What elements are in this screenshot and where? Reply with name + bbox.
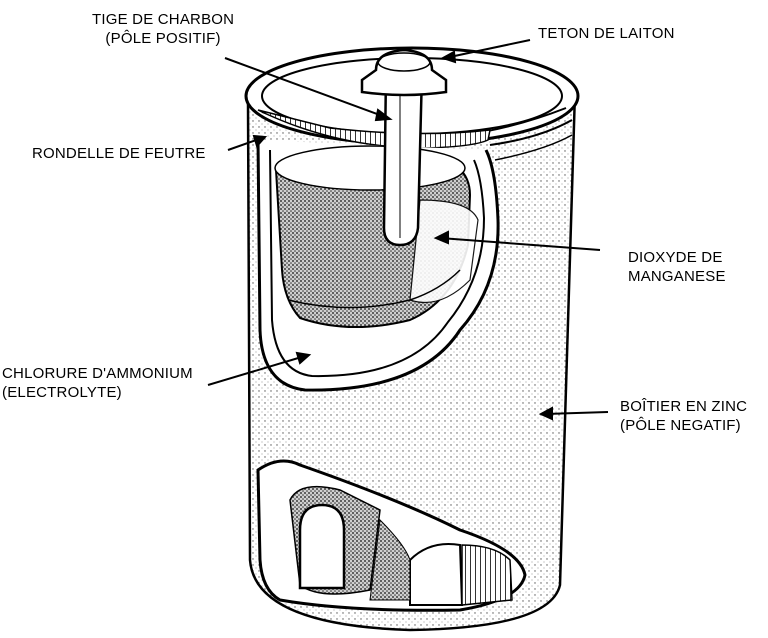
leader-manganese <box>439 237 601 251</box>
leader-zinc-case <box>544 411 609 415</box>
label-felt-washer-line1: RONDELLE DE FEUTRE <box>32 145 206 162</box>
leader-ammonium <box>207 355 306 386</box>
label-felt-washer: RONDELLE DE FEUTRE <box>32 144 206 163</box>
leader-lines <box>207 39 609 421</box>
label-carbon-rod-line2: (PÔLE POSITIF) <box>105 30 221 47</box>
label-manganese-line2: MANGANESE <box>628 268 726 285</box>
label-ammonium: CHLORURE D'AMMONIUM (ELECTROLYTE) <box>2 364 193 402</box>
label-brass-cap: TETON DE LAITON <box>538 24 675 43</box>
label-brass-cap-line1: TETON DE LAITON <box>538 25 675 42</box>
brass-cap <box>360 48 448 97</box>
label-carbon-rod-line1: TIGE DE CHARBON <box>92 11 235 28</box>
label-manganese: DIOXYDE DE MANGANESE <box>628 248 726 286</box>
label-zinc-case: BOÎTIER EN ZINC (PÔLE NEGATIF) <box>620 397 747 435</box>
leader-brass-cap <box>444 39 531 59</box>
label-zinc-case-line1: BOÎTIER EN ZINC <box>620 398 748 415</box>
label-ammonium-line1: CHLORURE D'AMMONIUM <box>2 365 193 382</box>
label-manganese-line1: DIOXYDE DE <box>628 249 723 266</box>
label-ammonium-line2: (ELECTROLYTE) <box>2 384 122 401</box>
carbon-rod <box>382 70 424 247</box>
label-zinc-case-line2: (PÔLE NEGATIF) <box>620 417 741 434</box>
leader-carbon-rod <box>224 57 389 119</box>
label-carbon-rod: TIGE DE CHARBON (PÔLE POSITIF) <box>92 10 234 48</box>
